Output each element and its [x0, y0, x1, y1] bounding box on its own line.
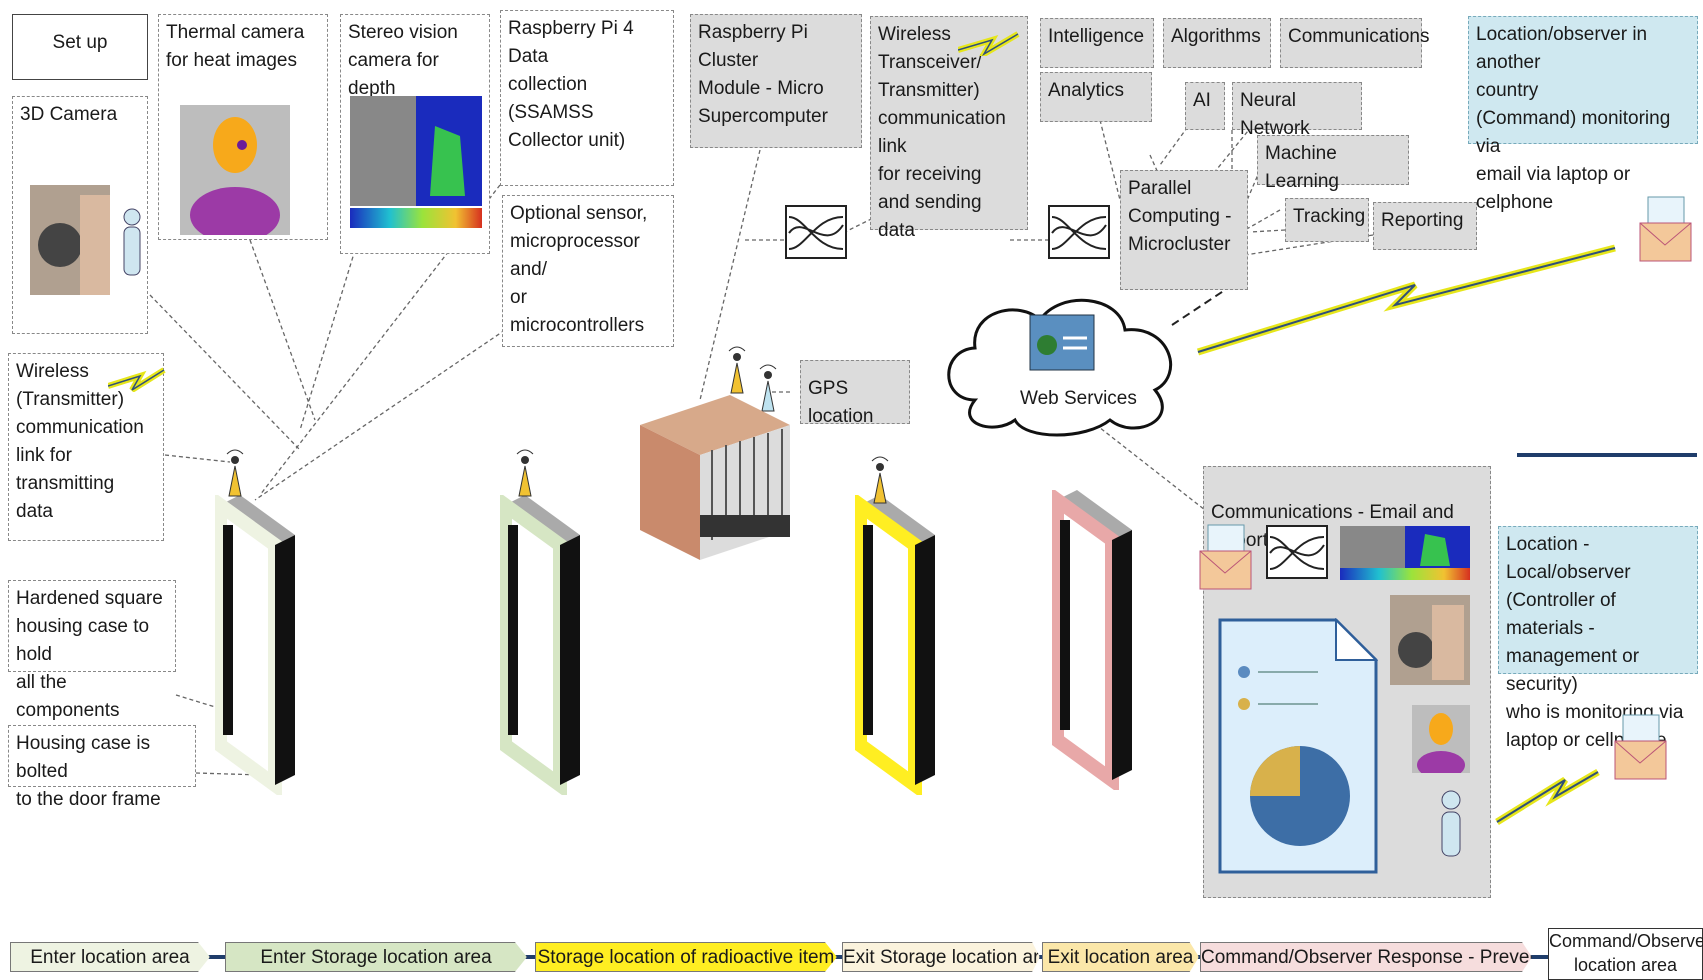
timeline-enter-location: Enter location area — [10, 942, 210, 972]
stereo-depth-thumbnail — [1340, 526, 1470, 580]
web-services-label: Web Services — [1020, 388, 1137, 409]
waveform-icon — [1048, 205, 1110, 259]
command-observer-location-box: Command/Observer location area — [1548, 928, 1703, 980]
timeline-storage-location: Storage location of radioactive item — [535, 942, 837, 972]
lightning-icon — [108, 367, 166, 392]
door-frame-storage-exit — [855, 495, 935, 795]
face-detection-thumbnail — [1390, 595, 1470, 685]
camera-3d-image — [30, 185, 141, 295]
communications-box: Communications — [1280, 18, 1430, 68]
antenna-icon — [516, 449, 534, 497]
antenna-icon — [728, 346, 746, 394]
email-envelope-icon — [1614, 714, 1667, 780]
thermal-image — [180, 105, 290, 235]
email-envelope-icon — [1639, 196, 1692, 262]
gps-location-box: GPS location — [800, 360, 910, 427]
rpi4-box: Raspberry Pi 4 Data collection (SSAMSS C… — [500, 10, 674, 186]
timeline-command-response: Command/Observer Response - Prevention — [1200, 942, 1532, 972]
report-document-icon — [1218, 618, 1378, 874]
setup-box: Set up — [12, 14, 148, 80]
gps-antenna-icon — [759, 364, 777, 412]
local-observer-box: Location - Local/observer (Controller of… — [1498, 526, 1698, 751]
lightning-icon — [958, 31, 1020, 56]
person-icon — [1441, 790, 1461, 857]
algorithms-box: Algorithms — [1163, 18, 1271, 68]
door-frame-exit — [1052, 490, 1132, 790]
optional-sensor-box: Optional sensor, microprocessor and/ or … — [502, 195, 674, 347]
web-services-cloud-icon — [947, 298, 1173, 437]
parallel-computing-box: Parallel Computing - Microcluster — [1120, 170, 1248, 290]
tracking-box: Tracking — [1285, 198, 1369, 242]
intelligence-box: Intelligence — [1040, 18, 1154, 68]
neural-network-box: Neural Network — [1232, 82, 1362, 139]
machine-learning-box: Machine Learning — [1257, 135, 1409, 192]
bolted-housing-box: Housing case is bolted to the door frame — [8, 725, 196, 810]
antenna-icon — [226, 449, 244, 497]
timeline-enter-storage: Enter Storage location area — [225, 942, 527, 972]
reporting-box: Reporting — [1373, 202, 1477, 250]
timeline-exit-storage: Exit Storage location area — [842, 942, 1040, 972]
waveform-icon — [785, 205, 847, 259]
hardened-housing-box: Hardened square housing case to hold all… — [8, 580, 176, 721]
transceiver-box: Wireless Transceiver/ Transmitter) commu… — [870, 16, 1028, 241]
stereo-depth-image — [350, 96, 482, 228]
timeline-exit-location: Exit location area — [1042, 942, 1199, 972]
waveform-icon — [1266, 525, 1328, 579]
door-frame-storage-enter — [500, 495, 580, 795]
email-envelope-icon — [1199, 524, 1252, 590]
thermal-thumbnail — [1412, 705, 1470, 773]
cluster-box: Raspberry Pi Cluster Module - Micro Supe… — [690, 14, 862, 148]
remote-observer-box: Location/observer in another country (Co… — [1468, 16, 1698, 213]
analytics-box: Analytics — [1040, 72, 1152, 122]
raspberry-pi-cluster-image — [640, 395, 790, 560]
antenna-icon — [871, 456, 889, 504]
door-frame-enter — [215, 495, 295, 795]
ai-box: AI — [1185, 82, 1225, 130]
